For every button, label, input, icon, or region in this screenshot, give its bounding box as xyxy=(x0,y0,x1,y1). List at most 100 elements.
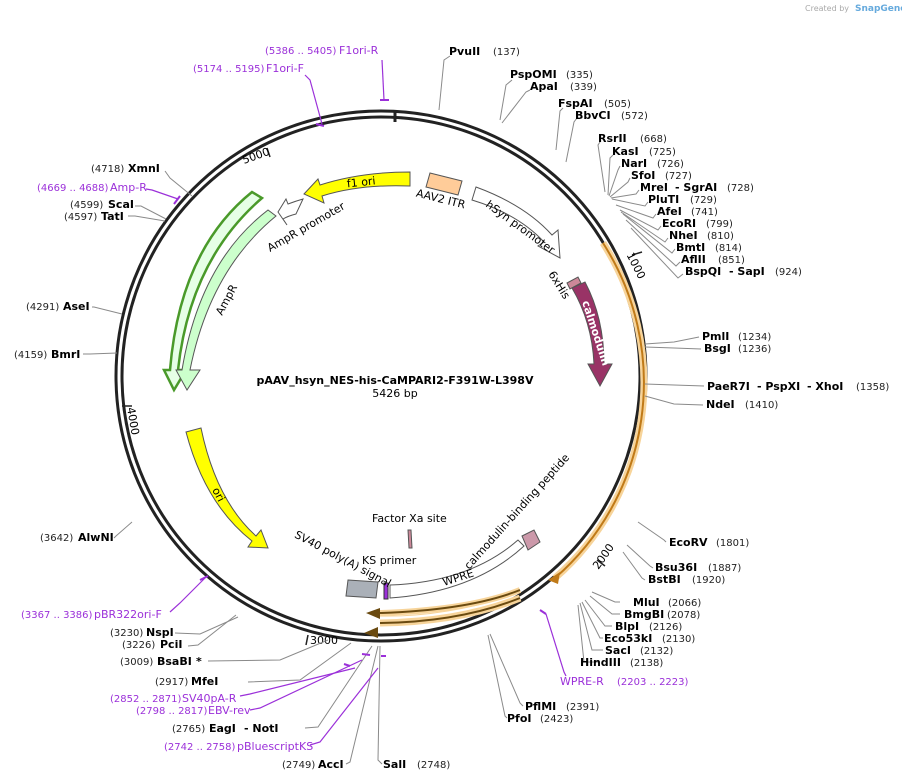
ori-label: ori xyxy=(209,485,227,504)
svg-text:BsgI: BsgI xyxy=(704,342,731,355)
feature-ampr-promoter[interactable]: AmpR promoter xyxy=(265,197,348,255)
feature-calmodulin-binding[interactable]: calmodulin-binding peptide xyxy=(462,451,573,572)
enzyme-acci[interactable]: (2749)AccI xyxy=(282,758,344,771)
enzyme-sali[interactable]: SalI(2748) xyxy=(383,758,450,771)
svg-text:ScaI: ScaI xyxy=(108,198,134,211)
primer-f1ori-f[interactable]: (5174 .. 5195)F1ori-F xyxy=(193,62,304,75)
enzyme-alwni[interactable]: (3642)AlwNI xyxy=(40,531,114,544)
enzyme-mrei-sgrai[interactable]: MreI- SgrAI(728) xyxy=(640,181,754,194)
enzyme-bbvci[interactable]: BbvCI(572) xyxy=(575,109,648,122)
svg-text:(1801): (1801) xyxy=(716,538,749,549)
enzyme-nhei[interactable]: NheI(810) xyxy=(669,229,734,242)
enzyme-aflii[interactable]: AflII(851) xyxy=(681,253,745,266)
enzyme-saci[interactable]: SacI(2132) xyxy=(605,644,673,657)
enzyme-bmti[interactable]: BmtI(814) xyxy=(676,241,742,254)
enzyme-fspai[interactable]: FspAI(505) xyxy=(558,97,631,110)
feature-f1-ori[interactable]: f1 ori xyxy=(303,171,411,204)
primer-ebv-rev[interactable]: (2798 .. 2817)EBV-rev xyxy=(136,704,251,717)
enzyme-eco53ki[interactable]: Eco53kI(2130) xyxy=(604,632,695,645)
primer-amp-r[interactable]: (4669 .. 4688)Amp-R xyxy=(37,181,147,194)
primer-f1ori-r[interactable]: (5386 .. 5405)F1ori-R xyxy=(265,44,379,57)
enzyme-asei[interactable]: (4291)AseI xyxy=(26,300,90,313)
feature-ampr[interactable]: AmpR xyxy=(161,190,277,393)
enzyme-bspqi-sapi[interactable]: BspQI- SapI(924) xyxy=(685,265,802,278)
enzyme-rsrii[interactable]: RsrII(668) xyxy=(598,132,667,145)
enzyme-kasi[interactable]: KasI(725) xyxy=(612,145,676,158)
svg-text:(3230): (3230) xyxy=(110,628,143,639)
enzyme-labels-left: SalI(2748) (2749)AccI (2765)EagI- NotI (… xyxy=(14,162,450,771)
feature-ori[interactable]: ori xyxy=(185,427,269,549)
enzyme-mlui[interactable]: MluI(2066) xyxy=(633,596,701,609)
enzyme-ecori[interactable]: EcoRI(799) xyxy=(662,217,733,230)
enzyme-eagi-noti[interactable]: (2765)EagI- NotI xyxy=(172,722,279,735)
snapgene-watermark: Created by SnapGene xyxy=(805,4,902,14)
primer-pbr322ori-f[interactable]: (3367 .. 3386)pBR322ori-F xyxy=(21,608,162,621)
enzyme-bsgi[interactable]: BsgI (1236) xyxy=(704,342,771,355)
svg-text:(2391): (2391) xyxy=(566,702,599,713)
enzyme-pspomi[interactable]: PspOMI(335) xyxy=(510,68,593,81)
svg-text:NdeI: NdeI xyxy=(706,398,735,411)
enzyme-apai[interactable]: ApaI(339) xyxy=(530,80,597,93)
svg-text:EBV-rev: EBV-rev xyxy=(208,704,251,717)
enzyme-bmri[interactable]: (4159)BmrI xyxy=(14,348,80,361)
f1-ori-label: f1 ori xyxy=(346,174,376,190)
svg-text:F1ori-R: F1ori-R xyxy=(339,44,379,57)
enzyme-xmni[interactable]: (4718)XmnI xyxy=(91,162,160,175)
svg-text:F1ori-F: F1ori-F xyxy=(266,62,304,75)
enzyme-tati[interactable]: (4597)TatI xyxy=(64,210,124,223)
svg-text:EcoRI: EcoRI xyxy=(662,217,696,230)
primer-leaders xyxy=(145,59,567,746)
svg-text:MreI: MreI xyxy=(640,181,668,194)
svg-text:(4669 .. 4688): (4669 .. 4688) xyxy=(37,183,109,194)
svg-text:(2852 .. 2871): (2852 .. 2871) xyxy=(110,694,182,705)
enzyme-paer7i-pspxi-xhoi[interactable]: PaeR7I- PspXI- XhoI(1358) xyxy=(707,380,889,393)
enzyme-mfei[interactable]: (2917)MfeI xyxy=(155,675,218,688)
svg-text:(2078): (2078) xyxy=(667,610,700,621)
ampr-promoter-label: AmpR promoter xyxy=(265,199,348,254)
enzyme-pcii[interactable]: (3226)PciI xyxy=(122,638,182,651)
svg-text:MluI: MluI xyxy=(633,596,660,609)
enzyme-pluti[interactable]: PluTI(729) xyxy=(648,193,717,206)
enzyme-pflmi[interactable]: PflMI(2391) xyxy=(525,700,599,713)
svg-text:(851): (851) xyxy=(718,255,745,266)
svg-text:(335): (335) xyxy=(566,70,593,81)
enzyme-bmgbi[interactable]: BmgBI(2078) xyxy=(624,608,700,621)
feature-hsyn-promoter[interactable]: hSyn promoter xyxy=(471,186,561,259)
svg-text:(3009): (3009) xyxy=(120,657,153,668)
enzyme-pvuii[interactable]: PvuII(137) xyxy=(449,45,520,58)
enzyme-ecorv[interactable]: EcoRV(1801) xyxy=(669,536,749,549)
enzyme-pfoi[interactable]: PfoI(2423) xyxy=(507,712,573,725)
enzyme-bstbi[interactable]: BstBI(1920) xyxy=(648,573,725,586)
primer-wpre-r[interactable]: WPRE-R(2203 .. 2223) xyxy=(560,675,689,688)
snapgene-logo-text: SnapGene xyxy=(855,4,902,14)
enzyme-leaders xyxy=(83,55,705,765)
feature-6xhis[interactable]: 6xHis xyxy=(545,269,582,302)
enzyme-sfoi[interactable]: SfoI(727) xyxy=(631,169,692,182)
primer-pbluescriptks[interactable]: (2742 .. 2758)pBluescriptKS xyxy=(164,740,313,753)
enzyme-pmli[interactable]: PmlI(1234) xyxy=(702,330,771,343)
feature-aav2-itr[interactable]: AAV2 ITR xyxy=(415,172,467,212)
enzyme-bsu36i[interactable]: Bsu36I(1887) xyxy=(655,561,741,574)
svg-text:NheI: NheI xyxy=(669,229,698,242)
primer-sv40pa-r[interactable]: (2852 .. 2871)SV40pA-R xyxy=(110,692,237,705)
enzyme-blpi[interactable]: BlpI(2126) xyxy=(615,620,682,633)
svg-text:KasI: KasI xyxy=(612,145,639,158)
feature-factor-xa[interactable]: Factor Xa site xyxy=(372,512,447,549)
enzyme-hindiii[interactable]: HindIII(2138) xyxy=(580,656,663,669)
enzyme-nari[interactable]: NarI(726) xyxy=(621,157,684,170)
svg-text:AccI: AccI xyxy=(318,758,344,771)
svg-text:pBR322ori-F: pBR322ori-F xyxy=(94,608,162,621)
svg-text:BbvCI: BbvCI xyxy=(575,109,611,122)
enzyme-afei[interactable]: AfeI(741) xyxy=(657,205,718,218)
enzyme-ndei[interactable]: NdeI(1410) xyxy=(706,398,778,411)
feature-wpre[interactable]: WPRE xyxy=(389,539,525,599)
feature-calmodulin[interactable]: calmodulin xyxy=(571,281,613,388)
svg-text:(1236): (1236) xyxy=(738,344,771,355)
svg-text:ApaI: ApaI xyxy=(530,80,558,93)
enzyme-bsabi[interactable]: (3009)BsaBI* xyxy=(120,655,202,668)
enzyme-nspi[interactable]: (3230)NspI xyxy=(110,626,174,639)
feature-ks-primer[interactable]: KS primer xyxy=(362,554,417,600)
enzyme-scai[interactable]: (4599)ScaI xyxy=(70,198,134,211)
svg-text:- SgrAI: - SgrAI xyxy=(675,181,717,194)
